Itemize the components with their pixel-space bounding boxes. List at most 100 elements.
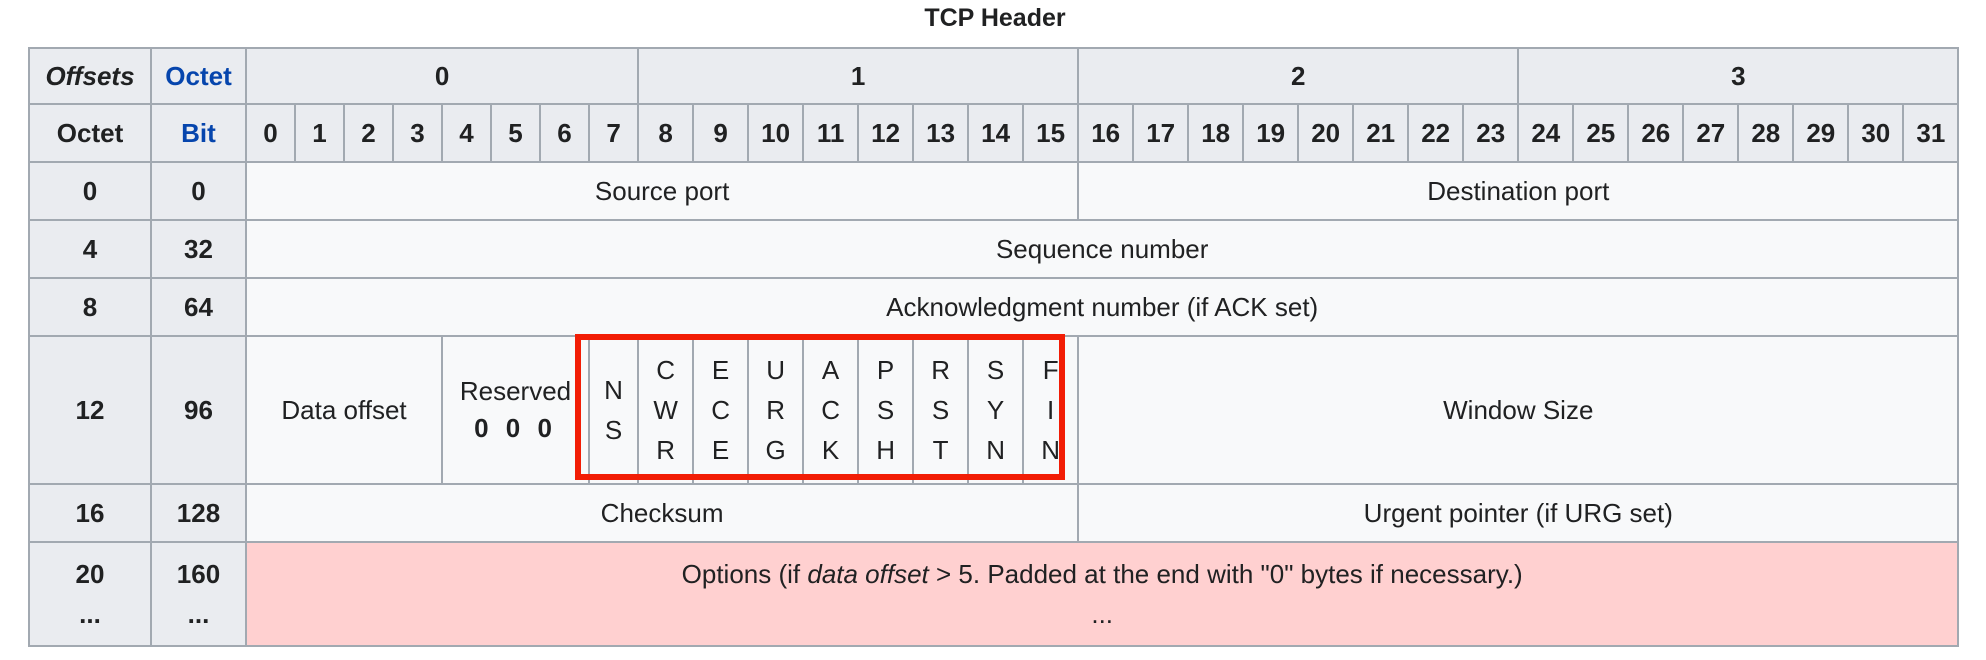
- row-octet: 0: [28, 161, 152, 221]
- row-octet: 12: [28, 335, 152, 485]
- bit-number-5: 5: [490, 103, 541, 163]
- row-bit: 128: [150, 483, 247, 543]
- flag-letter: N: [604, 375, 623, 405]
- bit-number-21: 21: [1352, 103, 1410, 163]
- options-ellipsis: ...: [1091, 599, 1114, 629]
- table-caption: TCP Header: [924, 4, 1066, 32]
- source-port-field: Source port: [244, 161, 1080, 221]
- flag-letter: W: [653, 395, 678, 425]
- row-bit: 0: [150, 161, 247, 221]
- table-row: 0 0 Source port Destination port: [28, 161, 1960, 221]
- reserved-label: Reserved: [459, 376, 572, 406]
- flag-letter: A: [821, 355, 840, 385]
- bit-link-header[interactable]: Bit: [150, 103, 247, 163]
- bit-number-12: 12: [857, 103, 915, 163]
- row-bit: 96: [150, 335, 247, 485]
- flag-letter: S: [604, 415, 623, 445]
- octet-header-3: 3: [1517, 47, 1960, 105]
- bit-number-18: 18: [1187, 103, 1245, 163]
- row-octet-value: 20: [75, 559, 105, 589]
- table-row: 20 ... 160 ... Options (if data offset >…: [28, 541, 1960, 647]
- bit-number-24: 24: [1517, 103, 1575, 163]
- reserved-field: Reserved 0 0 0: [441, 335, 590, 485]
- bit-number-27: 27: [1682, 103, 1740, 163]
- octet-link-header[interactable]: Octet: [150, 47, 247, 105]
- bit-number-2: 2: [343, 103, 394, 163]
- flag-letter: S: [931, 395, 950, 425]
- octet-header-0: 0: [244, 47, 640, 105]
- flag-letter: P: [876, 355, 895, 385]
- options-text-pre: Options (if: [681, 559, 808, 589]
- flag-letter: R: [766, 395, 785, 425]
- bit-number-3: 3: [392, 103, 443, 163]
- flag-letter: S: [876, 395, 895, 425]
- options-text-emphasis: data offset: [807, 559, 929, 589]
- checksum-field: Checksum: [244, 483, 1080, 543]
- flag-letter: N: [986, 435, 1005, 465]
- row-bit: 160 ...: [150, 541, 247, 647]
- row-bit-value: 160: [176, 559, 221, 589]
- flag-letter: C: [711, 395, 730, 425]
- flag-letter: E: [711, 355, 730, 385]
- table-row: 8 64 Acknowledgment number (if ACK set): [28, 277, 1960, 337]
- flag-letter: F: [1042, 355, 1059, 385]
- sequence-number-field: Sequence number: [244, 219, 1960, 279]
- row-bit: 64: [150, 277, 247, 337]
- ack-number-field: Acknowledgment number (if ACK set): [244, 277, 1960, 337]
- flag-letter: I: [1047, 395, 1055, 425]
- flag-letter: C: [821, 395, 840, 425]
- bit-number-23: 23: [1462, 103, 1520, 163]
- flag-letter: H: [876, 435, 895, 465]
- bit-number-13: 13: [912, 103, 970, 163]
- flag-letter: K: [821, 435, 840, 465]
- flag-letter: C: [656, 355, 675, 385]
- row-bit: 32: [150, 219, 247, 279]
- destination-port-field: Destination port: [1077, 161, 1960, 221]
- flag-letter: N: [1041, 435, 1061, 465]
- options-text: Options (if data offset > 5. Padded at t…: [248, 554, 1956, 594]
- bit-number-17: 17: [1132, 103, 1190, 163]
- bit-number-14: 14: [967, 103, 1025, 163]
- flag-letter: R: [656, 435, 675, 465]
- octet-header-1: 1: [637, 47, 1080, 105]
- table-row: 4 32 Sequence number: [28, 219, 1960, 279]
- row-bit-more: ...: [187, 599, 210, 629]
- flag-letter: R: [931, 355, 950, 385]
- bit-number-29: 29: [1792, 103, 1850, 163]
- urgent-pointer-field: Urgent pointer (if URG set): [1077, 483, 1960, 543]
- bit-number-0: 0: [245, 103, 296, 163]
- flag-letter: S: [986, 355, 1005, 385]
- bit-number-26: 26: [1627, 103, 1685, 163]
- bit-number-6: 6: [539, 103, 590, 163]
- row-octet: 16: [28, 483, 152, 543]
- bit-number-19: 19: [1242, 103, 1300, 163]
- bit-number-4: 4: [441, 103, 492, 163]
- flag-letter: U: [766, 355, 785, 385]
- flag-letter: E: [711, 435, 730, 465]
- octet-header-2: 2: [1077, 47, 1520, 105]
- octet-column-header: Octet: [28, 103, 152, 163]
- bit-number-8: 8: [637, 103, 695, 163]
- options-field: Options (if data offset > 5. Padded at t…: [244, 541, 1960, 647]
- bit-number-25: 25: [1572, 103, 1630, 163]
- bit-number-7: 7: [587, 103, 640, 163]
- row-octet: 8: [28, 277, 152, 337]
